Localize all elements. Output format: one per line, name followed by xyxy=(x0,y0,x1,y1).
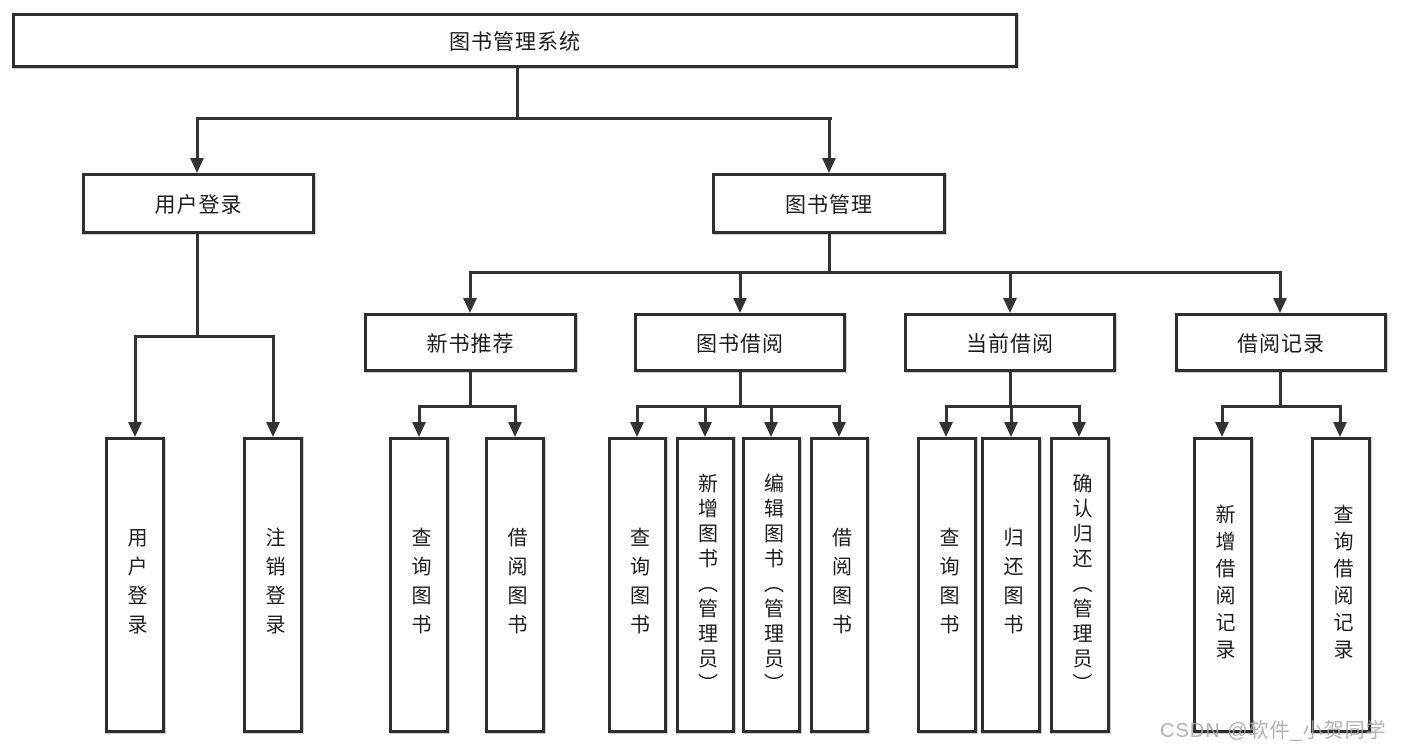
connector-book-management-split xyxy=(469,271,1282,274)
leaf-borrow-book-label: 借阅图书 xyxy=(828,527,851,643)
connector-to-leaf-query-borrow xyxy=(636,405,639,422)
node-current-borrow: 当前借阅 xyxy=(904,313,1116,372)
leaf-logout-label: 注销登录 xyxy=(262,527,284,643)
arrow-to-leaf-return-book xyxy=(1004,422,1018,437)
csdn-watermark: CSDN @软件_小贺同学 xyxy=(1160,720,1387,742)
node-new-book-recommend-label: 新书推荐 xyxy=(426,332,515,356)
node-book-borrow: 图书借阅 xyxy=(634,313,846,372)
connector-new-book-recommend-stem xyxy=(469,372,472,405)
leaf-return-book-label: 归还图书 xyxy=(1000,527,1022,643)
connector-to-user-login xyxy=(196,117,199,159)
arrow-to-leaf-borrow-recommend xyxy=(508,422,522,437)
connector-to-leaf-return-book xyxy=(1010,405,1013,422)
leaf-add-borrow-record-label: 新增借阅记录 xyxy=(1212,504,1234,666)
leaf-edit-book-admin-label: 编辑图书（管理员） xyxy=(760,472,783,698)
arrow-to-leaf-confirm-return xyxy=(1072,422,1086,437)
leaf-user-login: 用户登录 xyxy=(105,437,165,733)
leaf-query-book-borrow-label: 查询图书 xyxy=(626,527,649,643)
leaf-return-book: 归还图书 xyxy=(981,437,1041,733)
connector-to-leaf-add-record xyxy=(1221,405,1224,422)
arrow-to-new-book-recommend xyxy=(463,298,477,313)
leaf-query-borrow-record: 查询借阅记录 xyxy=(1311,437,1371,733)
arrow-to-leaf-edit-book xyxy=(764,422,778,437)
arrow-to-leaf-add-book xyxy=(698,422,712,437)
connector-user-login-split xyxy=(134,335,275,338)
arrow-to-leaf-query-borrow xyxy=(630,422,644,437)
connector-new-book-recommend-split xyxy=(418,405,517,408)
connector-borrow-records-split xyxy=(1221,405,1342,408)
connector-to-leaf-borrow-recommend xyxy=(514,405,517,422)
leaf-logout: 注销登录 xyxy=(243,437,303,733)
connector-to-leaf-query-current xyxy=(945,405,948,422)
arrow-to-leaf-borrow-book xyxy=(832,422,846,437)
connector-to-leaf-query-record xyxy=(1339,405,1342,422)
arrow-to-leaf-query-current xyxy=(939,422,953,437)
node-borrow-records: 借阅记录 xyxy=(1175,313,1387,372)
leaf-confirm-return-admin-label: 确认归还（管理员） xyxy=(1069,472,1091,698)
arrow-to-book-borrow xyxy=(733,298,747,313)
connector-root-stem xyxy=(516,68,519,117)
node-new-book-recommend: 新书推荐 xyxy=(364,313,577,372)
leaf-add-borrow-record: 新增借阅记录 xyxy=(1193,437,1253,733)
connector-to-book-borrow xyxy=(739,271,742,299)
connector-to-borrow-records xyxy=(1279,271,1282,299)
node-user-login-label: 用户登录 xyxy=(154,193,243,217)
arrow-to-user-login xyxy=(190,158,204,173)
connector-root-split xyxy=(196,117,832,120)
connector-to-leaf-add-book xyxy=(704,405,707,422)
node-root: 图书管理系统 xyxy=(12,13,1018,68)
connector-to-leaf-borrow-book xyxy=(838,405,841,422)
connector-to-leaf-user-login xyxy=(134,335,137,422)
arrow-to-leaf-query-record xyxy=(1333,422,1347,437)
leaf-query-book-borrow: 查询图书 xyxy=(608,437,667,733)
connector-current-borrow-stem xyxy=(1009,372,1012,405)
node-book-management: 图书管理 xyxy=(712,173,946,234)
leaf-edit-book-admin: 编辑图书（管理员） xyxy=(742,437,801,733)
node-user-login: 用户登录 xyxy=(82,173,315,234)
connector-to-leaf-confirm-return xyxy=(1078,405,1081,422)
leaf-borrow-book-recommend-label: 借阅图书 xyxy=(504,527,526,643)
leaf-query-borrow-record-label: 查询借阅记录 xyxy=(1330,504,1352,666)
arrow-to-current-borrow xyxy=(1003,298,1017,313)
node-borrow-records-label: 借阅记录 xyxy=(1237,332,1325,356)
connector-to-new-book-recommend xyxy=(469,271,472,299)
connector-book-management-stem xyxy=(828,234,831,271)
leaf-add-book-admin: 新增图书（管理员） xyxy=(676,437,735,733)
node-current-borrow-label: 当前借阅 xyxy=(966,332,1054,356)
connector-user-login-stem xyxy=(196,234,199,335)
connector-to-leaf-query-recommend xyxy=(418,405,421,422)
leaf-query-book-current: 查询图书 xyxy=(917,437,977,733)
connector-to-leaf-edit-book xyxy=(770,405,773,422)
leaf-borrow-book-recommend: 借阅图书 xyxy=(485,437,545,733)
leaf-borrow-book: 借阅图书 xyxy=(810,437,869,733)
connector-book-borrow-split xyxy=(636,405,840,408)
leaf-query-book-current-label: 查询图书 xyxy=(936,527,958,643)
connector-to-leaf-logout xyxy=(272,335,275,422)
arrow-to-leaf-user-login xyxy=(128,422,142,437)
node-book-management-label: 图书管理 xyxy=(785,193,873,217)
connector-borrow-records-stem xyxy=(1279,372,1282,405)
leaf-user-login-label: 用户登录 xyxy=(124,527,146,643)
connector-to-current-borrow xyxy=(1009,271,1012,299)
connector-book-borrow-stem xyxy=(739,372,742,405)
leaf-add-book-admin-label: 新增图书（管理员） xyxy=(694,472,717,698)
leaf-query-book-recommend-label: 查询图书 xyxy=(408,527,430,643)
arrow-to-leaf-logout xyxy=(266,422,280,437)
leaf-confirm-return-admin: 确认归还（管理员） xyxy=(1050,437,1110,733)
arrow-to-borrow-records xyxy=(1273,298,1287,313)
arrow-to-leaf-query-recommend xyxy=(412,422,426,437)
arrow-to-book-management xyxy=(822,158,836,173)
arrow-to-leaf-add-record xyxy=(1215,422,1229,437)
connector-to-book-management xyxy=(828,117,831,159)
node-book-borrow-label: 图书借阅 xyxy=(696,332,784,356)
node-root-label: 图书管理系统 xyxy=(449,30,581,54)
leaf-query-book-recommend: 查询图书 xyxy=(389,437,449,733)
